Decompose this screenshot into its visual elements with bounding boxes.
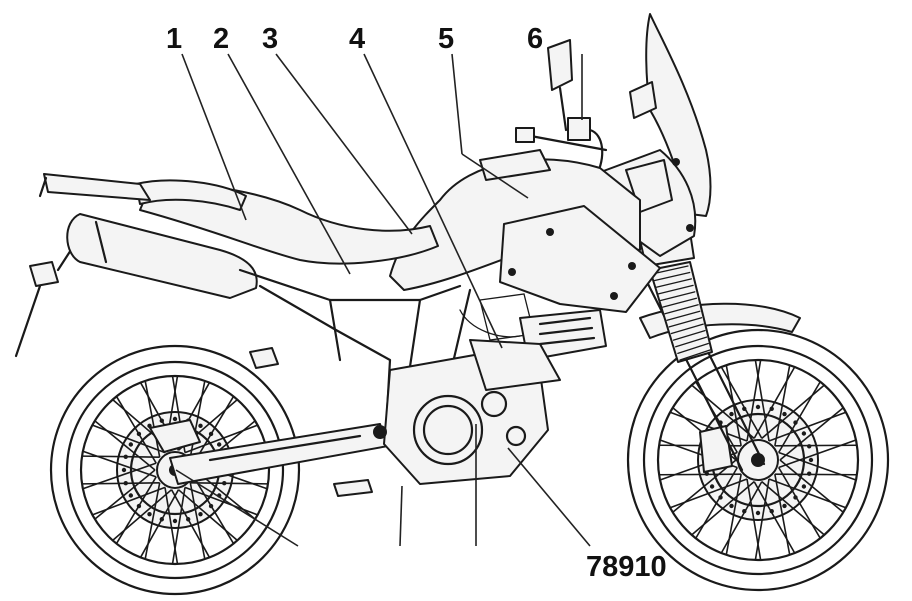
brake-disc-hole xyxy=(136,431,142,437)
brake-disc-hole xyxy=(159,418,165,423)
wheel-spoke xyxy=(92,424,166,454)
brake-disc-hole xyxy=(172,416,178,422)
callout-4: 4 xyxy=(349,23,365,55)
fork-gaiter-rib xyxy=(677,342,709,355)
wheel-spoke xyxy=(115,476,157,544)
wheel-spoke xyxy=(768,478,847,509)
brake-disc-hole xyxy=(769,508,774,514)
brake-disc-hole xyxy=(123,454,128,460)
brake-disc-hole xyxy=(801,484,807,489)
fork-gaiter-rib xyxy=(670,323,704,335)
wheel-spoke xyxy=(774,473,857,476)
brake-disc-hole xyxy=(808,457,814,463)
brake-disc-hole xyxy=(128,493,134,498)
callout-6: 6 xyxy=(527,23,543,55)
wheel-spoke xyxy=(779,407,844,461)
callout-numbers: 1 2 3 4 5 6 78910 xyxy=(166,23,667,583)
brake-disc-hole xyxy=(755,510,761,516)
wheel-spoke xyxy=(746,478,762,561)
brake-disc-hole xyxy=(742,508,747,514)
fork-gaiter-rib xyxy=(672,329,706,341)
callout-5: 5 xyxy=(438,23,454,55)
wheel-spoke xyxy=(164,487,179,565)
brake-disc-hole xyxy=(782,503,787,509)
wheel-spoke xyxy=(672,459,737,513)
wheel-spoke xyxy=(82,482,160,485)
brake-disc-hole xyxy=(755,404,761,410)
wheel-spoke xyxy=(193,396,235,464)
callout-1: 1 xyxy=(166,23,182,55)
callout-2: 2 xyxy=(213,23,229,55)
brake-disc-hole xyxy=(782,411,787,417)
brake-disc-hole xyxy=(208,503,214,509)
brake-disc-hole xyxy=(198,423,203,429)
fuel-tank xyxy=(389,149,661,313)
brake-disc-hole xyxy=(801,431,807,436)
wheel-spoke xyxy=(184,486,258,516)
brake-disc-hole xyxy=(793,420,798,425)
fork-gaiter-rib xyxy=(651,265,689,275)
wheel-spoke xyxy=(761,481,825,536)
seat-and-tail xyxy=(14,173,439,358)
wheel-spoke xyxy=(82,462,157,490)
brake-disc-hole xyxy=(136,503,142,509)
wheel-spoke xyxy=(82,455,160,458)
brake-disc-hole xyxy=(147,511,152,517)
brake-disc-hole xyxy=(172,518,178,524)
fork-gaiter-rib xyxy=(675,336,708,348)
fork-gaiter-rib xyxy=(655,278,693,288)
brake-disc-hole xyxy=(742,406,747,412)
wheel-spoke xyxy=(778,439,857,469)
wheel-spoke xyxy=(754,359,770,442)
wheel-spoke xyxy=(94,469,156,520)
wheel-spoke xyxy=(144,482,161,560)
wheel-spoke xyxy=(170,489,211,558)
front-suspension xyxy=(639,231,801,472)
fork-gaiter-rib xyxy=(662,297,698,308)
wheel-spoke xyxy=(774,444,857,447)
wheel-spoke xyxy=(177,489,238,541)
brake-disc-hole xyxy=(216,442,222,447)
leader-lines xyxy=(175,53,591,547)
brake-disc-hole xyxy=(718,495,723,500)
wheel-spoke xyxy=(659,473,742,476)
wheel-spoke xyxy=(691,384,755,439)
wheel-spoke xyxy=(777,381,821,453)
brake-disc-hole xyxy=(793,495,798,500)
wheel-spoke xyxy=(190,482,268,485)
brake-disc-hole xyxy=(121,467,127,473)
fork-gaiter-rib xyxy=(668,317,703,328)
fork-gaiter-rib xyxy=(679,349,711,361)
wheel-spoke xyxy=(720,366,763,439)
brake-disc-hole xyxy=(729,503,734,509)
brake-disc-hole xyxy=(123,480,128,486)
brake-disc-hole xyxy=(159,517,165,522)
brake-disc-hole xyxy=(806,471,812,476)
brake-disc-hole xyxy=(769,406,774,412)
brake-disc-hole xyxy=(729,411,734,417)
callout-78910: 78910 xyxy=(586,551,667,583)
wheel-spoke xyxy=(774,365,791,447)
brake-disc-hole xyxy=(222,480,227,486)
front-wheel xyxy=(626,328,890,592)
fork-gaiter-rib xyxy=(653,271,691,282)
wheel-spoke xyxy=(725,473,742,555)
callout-3: 3 xyxy=(262,23,278,55)
brake-disc-hole xyxy=(709,484,715,489)
exhaust xyxy=(66,213,258,299)
fork-gaiter-rib xyxy=(666,310,701,321)
brake-disc-hole xyxy=(208,431,214,437)
engine xyxy=(373,293,607,485)
brake-disc-hole xyxy=(185,517,191,522)
wheel-spoke xyxy=(669,411,748,442)
brake-disc-hole xyxy=(128,442,134,447)
brake-disc-hole xyxy=(806,444,812,449)
fork-gaiter-rib xyxy=(657,284,694,295)
wheel-spoke xyxy=(753,481,796,554)
fork-gaiter-rib xyxy=(659,291,696,302)
wheel-spoke xyxy=(695,467,739,539)
fork-gaiter-rib xyxy=(664,304,699,315)
brake-disc-hole xyxy=(198,511,203,517)
